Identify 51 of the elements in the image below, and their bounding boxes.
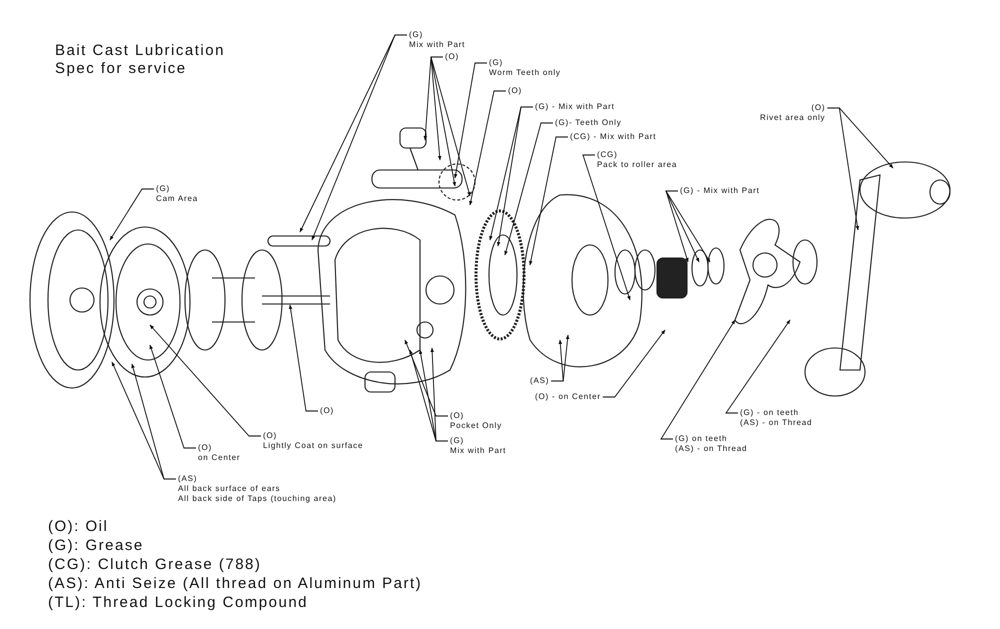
callout-label: (G) Mix with Part [450,436,506,456]
leader-line [150,324,262,436]
leader-line [665,190,700,262]
callout-label: (AS) All back surface of ears All back side of Taps (touching area) [178,474,336,504]
leader-line [454,62,488,178]
key-text: (CG): Clutch Grease (788) [48,556,262,573]
callout-label: (CG) - Mix with Part [570,132,656,142]
callout-label: (G) on teeth (AS) - on Thread [675,434,748,454]
leader-line [602,330,666,398]
leader-line [150,344,196,448]
leader-line [430,56,456,186]
leader-line [469,90,506,206]
callout-label: (O) [508,86,522,96]
callout-label: (O) [445,52,459,62]
key-text: (G): Grease [48,537,144,554]
leader-line [665,190,710,262]
callout-label: (G) - Mix with Part [535,102,615,112]
leader-line [430,348,448,442]
callout-label: (G) Mix with Part [409,30,466,50]
leader-line [529,136,568,266]
leader-line [288,304,318,412]
callout-label: (O) - on Center [535,392,601,402]
leader-line [404,340,448,416]
key-text: (O): Oil [48,518,108,535]
callout-label: (O) Lightly Coat on surface [263,431,364,451]
leader-line [550,334,570,382]
key-text: (TL): Thread Locking Compound [48,594,308,611]
leader-line [660,320,736,440]
leader-line [725,320,790,414]
callout-label: (O) on Center [198,443,240,463]
leader-line [496,106,534,246]
leader-line [110,188,154,240]
leader-line [430,56,444,160]
callout-label: (G)- Teeth Only [555,118,622,128]
callout-label: (CG) Pack to roller area [597,150,678,170]
leader-line [131,364,176,480]
leader-line [504,122,554,256]
leader-line [665,190,689,262]
callout-label: (O) Rivet area only [760,103,826,123]
callout-label: (G) - on teeth (AS) - on Thread [740,408,812,428]
leader-line [430,56,471,196]
key-text: (AS): Anti Seize (All thread on Aluminum Part) [48,575,422,592]
diagram-title: Bait Cast Lubrication Spec for service [55,42,226,78]
leader-line [582,154,630,300]
callout-label: (AS) [530,376,550,386]
callout-label: (G) Cam Area [156,184,198,204]
callout-label: (O) [320,406,334,416]
callout-label: (G) Worm Teeth only [489,58,561,78]
leader-line [826,108,894,168]
callout-label: (O) Pocket Only [450,411,502,431]
callout-label: (G) - Mix with Part [680,186,760,196]
